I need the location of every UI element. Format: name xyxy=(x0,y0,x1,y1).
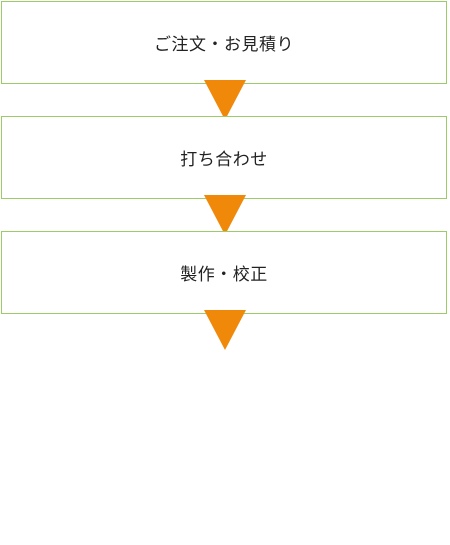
flow-step-label: ご注文・お見積り xyxy=(154,35,294,55)
flow-step-meeting: 打ち合わせ xyxy=(1,116,447,199)
down-arrow-icon xyxy=(204,310,246,350)
flow-step-label: 打ち合わせ xyxy=(180,150,268,170)
down-arrow-icon xyxy=(204,195,246,235)
flow-step-label: 製作・校正 xyxy=(180,265,268,285)
flow-step-order-estimate: ご注文・お見積り xyxy=(1,1,447,84)
down-arrow-icon xyxy=(204,80,246,120)
flow-step-production-proofing: 製作・校正 xyxy=(1,231,447,314)
